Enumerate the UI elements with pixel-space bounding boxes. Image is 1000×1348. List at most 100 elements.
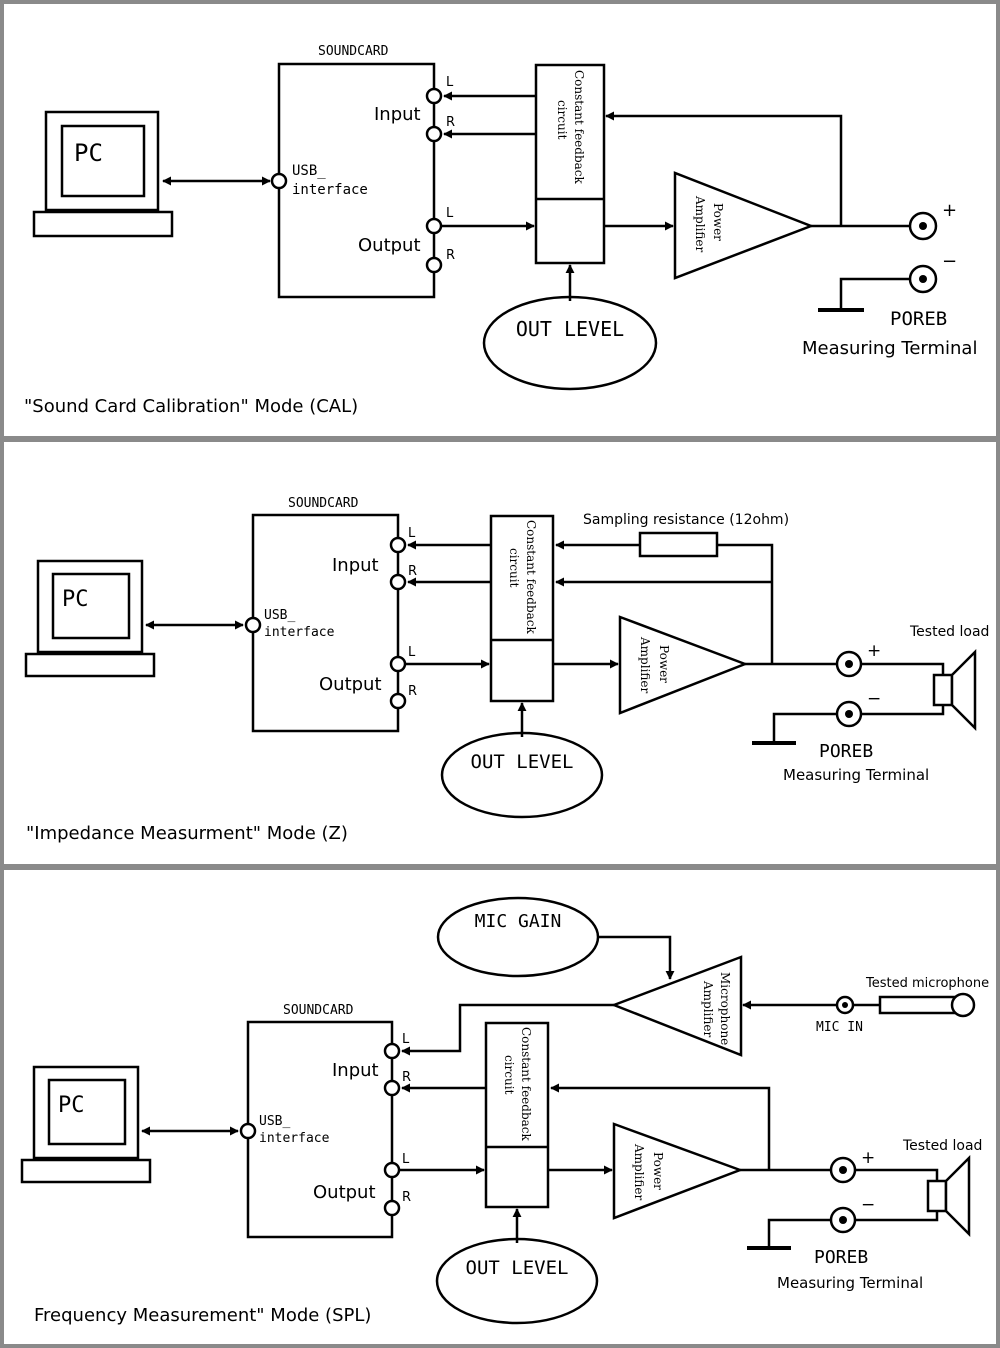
- microphone-amplifier: Microphone Amplifier: [610, 955, 743, 1057]
- usb-port: [270, 172, 288, 190]
- soundcard-label: SOUNDCARD: [288, 496, 359, 511]
- output-label: Output: [358, 235, 421, 256]
- output-r-label: R: [446, 248, 455, 263]
- feedback-label-line2: circuit: [507, 548, 521, 588]
- soundcard-label: SOUNDCARD: [318, 44, 389, 59]
- minus-sign: −: [867, 689, 881, 709]
- out-level-control: OUT LEVEL: [440, 731, 604, 819]
- usb-label-line1: USB_: [264, 608, 295, 623]
- pc-label: PC: [74, 139, 103, 167]
- power-amplifier: Power Amplifier: [612, 1122, 744, 1220]
- plus-sign: +: [861, 1148, 875, 1168]
- soundcard-label: SOUNDCARD: [283, 1003, 354, 1018]
- ground-wire: [772, 712, 837, 743]
- ground-wire: [839, 277, 910, 310]
- input-r-label: R: [408, 564, 417, 579]
- amp-label-line1: Power: [657, 645, 671, 683]
- out-level-label: OUT LEVEL: [516, 317, 624, 341]
- usb-port: [239, 1122, 257, 1140]
- output-l-jack: [425, 217, 443, 235]
- panel-frame: [0, 866, 1000, 1348]
- power-amplifier: Power Amplifier: [673, 171, 815, 280]
- output-r-jack: [389, 692, 407, 710]
- input-r-jack: [425, 125, 443, 143]
- output-r-label: R: [408, 684, 417, 699]
- sampling-resistance-label: Sampling resistance (12ohm): [583, 512, 789, 528]
- amp-label-line2: Amplifier: [632, 1143, 646, 1201]
- pc-label: PC: [62, 587, 89, 612]
- plus-sign: +: [942, 200, 957, 221]
- measuring-terminal-label: Measuring Terminal: [802, 338, 977, 359]
- pc-label: PC: [58, 1093, 85, 1118]
- measuring-terminal-label: Measuring Terminal: [783, 766, 929, 784]
- poreb-label: POREB: [890, 308, 947, 330]
- resistor-wire-right: [717, 543, 774, 664]
- measuring-terminal-label: Measuring Terminal: [777, 1274, 923, 1292]
- measuring-terminal: + − POREB Measuring Terminal: [752, 641, 929, 784]
- plus-sign: +: [867, 641, 881, 661]
- output-l-label: L: [402, 1152, 410, 1167]
- measuring-terminal: + − POREB Measuring Terminal: [802, 200, 977, 359]
- panel-cal-mode: PC SOUNDCARD USB_ interface Input Output…: [0, 0, 1000, 440]
- usb-label-line1: USB_: [259, 1114, 290, 1129]
- usb-label-line2: interface: [292, 182, 368, 198]
- feedback-loop: [605, 111, 843, 226]
- input-label: Input: [374, 104, 421, 125]
- input-l-label: L: [402, 1032, 410, 1047]
- out-level-label: OUT LEVEL: [471, 751, 574, 773]
- sampling-resistor: [638, 531, 719, 558]
- output-r-jack: [383, 1199, 401, 1217]
- usb-label-line1: USB_: [292, 163, 326, 179]
- soundcard-box: SOUNDCARD USB_ interface Input Output L …: [239, 1003, 411, 1239]
- pc-computer: PC: [24, 559, 156, 678]
- feedback-label-line1: Constant feedback: [572, 70, 586, 185]
- out-level-control: OUT LEVEL: [482, 295, 658, 391]
- output-l-jack: [383, 1161, 401, 1179]
- out-level-label: OUT LEVEL: [466, 1257, 569, 1279]
- input-r-label: R: [446, 115, 455, 130]
- feedback-label-line2: circuit: [555, 100, 569, 140]
- usb-label-line2: interface: [264, 625, 335, 640]
- mode-title: "Impedance Measurment" Mode (Z): [26, 823, 348, 844]
- output-l-label: L: [446, 206, 454, 221]
- input-r-jack: [389, 573, 407, 591]
- input-l-jack: [425, 87, 443, 105]
- tested-load-label: Tested load: [902, 1138, 982, 1154]
- panel-impedance-mode: PC SOUNDCARD USB_ interface Input Output…: [0, 438, 1000, 868]
- input-r-label: R: [402, 1070, 411, 1085]
- poreb-label: POREB: [819, 741, 873, 762]
- input-l-jack: [383, 1042, 401, 1060]
- constant-feedback-circuit: Constant feedback circuit: [489, 514, 555, 703]
- tested-microphone-label: Tested microphone: [865, 976, 989, 991]
- usb-label-line2: interface: [259, 1131, 330, 1146]
- microphone-icon: [853, 992, 976, 1018]
- mic-gain-control: MIC GAIN: [436, 896, 600, 978]
- constant-feedback-circuit: Constant feedback circuit: [534, 63, 606, 265]
- input-l-label: L: [408, 526, 416, 541]
- constant-feedback-circuit: Constant feedback circuit: [484, 1021, 550, 1209]
- output-l-jack: [389, 655, 407, 673]
- output-label: Output: [313, 1182, 376, 1203]
- power-amplifier: Power Amplifier: [618, 615, 749, 715]
- mic-amp-label-line1: Microphone: [718, 972, 732, 1045]
- mode-title: "Sound Card Calibration" Mode (CAL): [24, 396, 358, 417]
- feedback-loop: [550, 1083, 771, 1170]
- minus-sign: −: [942, 251, 957, 272]
- poreb-label: POREB: [814, 1247, 868, 1268]
- minus-sign: −: [861, 1195, 875, 1215]
- amp-label-line1: Power: [711, 203, 725, 241]
- feedback-label-line1: Constant feedback: [519, 1027, 533, 1142]
- amp-label-line2: Amplifier: [693, 195, 707, 253]
- soundcard-box: SOUNDCARD USB_ interface Input Output L …: [244, 496, 417, 733]
- out-level-control: OUT LEVEL: [435, 1237, 599, 1325]
- mic-in-label: MIC IN: [816, 1020, 863, 1035]
- output-r-label: R: [402, 1190, 411, 1205]
- mode-title: Frequency Measurement" Mode (SPL): [34, 1305, 371, 1326]
- output-r-jack: [425, 256, 443, 274]
- amp-label-line1: Power: [651, 1152, 665, 1190]
- input-r-jack: [383, 1079, 401, 1097]
- feedback-label-line2: circuit: [502, 1055, 516, 1095]
- panel-frequency-mode: PC SOUNDCARD USB_ interface Input Output…: [0, 866, 1000, 1348]
- input-label: Input: [332, 555, 379, 576]
